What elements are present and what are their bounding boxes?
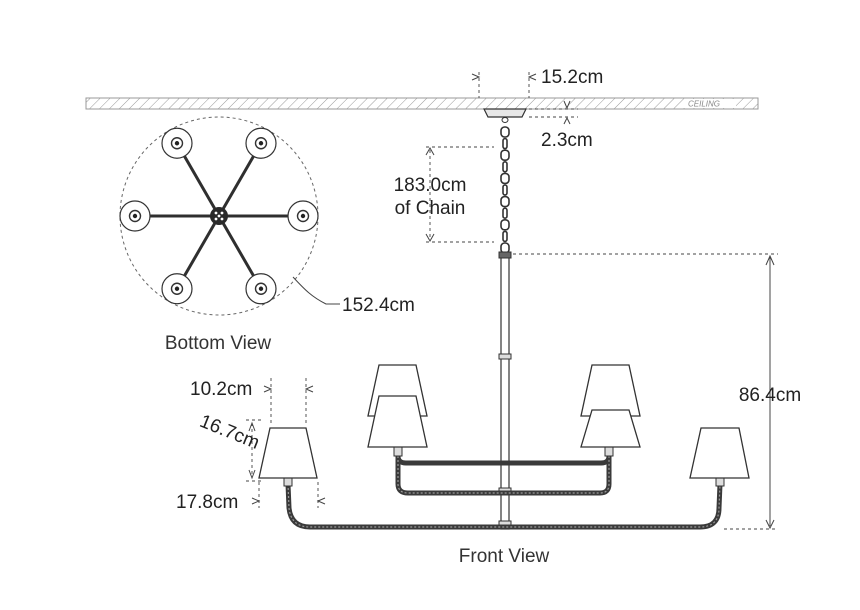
chain-suffix-label: of Chain [395, 198, 466, 219]
canopy-width-label: 15.2cm [541, 67, 603, 88]
bottom-view: 152.4cm Bottom View [119, 116, 415, 354]
chain-link [500, 172, 510, 185]
chain-link [500, 149, 510, 161]
chain-link [502, 137, 508, 150]
ceiling-hatch [85, 97, 759, 110]
bottom-view-caption: Bottom View [165, 333, 272, 354]
bottom-diameter-label: 152.4cm [342, 295, 415, 316]
overall-height-dimension: 86.4cm [513, 253, 801, 530]
shade-height-label: 16.7cm [197, 411, 263, 454]
chain-link [502, 184, 508, 196]
ceiling: CEILING [85, 97, 759, 110]
canopy-dimension: 15.2cm 2.3cm [471, 67, 603, 151]
shade-front-left [367, 395, 428, 448]
inner-lower-arm [395, 449, 612, 496]
shade-outer-left [258, 427, 318, 479]
shade-top-label: 10.2cm [190, 379, 252, 400]
chain [500, 126, 510, 254]
chain-link [500, 219, 510, 231]
chain-link [500, 126, 510, 138]
shade-bottom-label: 17.8cm [176, 492, 238, 513]
front-view-caption: Front View [459, 546, 550, 567]
ceiling-label: CEILING [688, 100, 720, 109]
front-view: Front View [258, 251, 750, 567]
chain-link [502, 161, 508, 173]
chain-link [502, 207, 508, 219]
chain-link [500, 195, 510, 208]
shade-outer-right [689, 427, 750, 479]
chain-link [502, 230, 508, 243]
overall-height-label: 86.4cm [739, 385, 801, 406]
chain-dimension: 183.0cm of Chain [394, 146, 494, 243]
canopy-and-chain [483, 108, 527, 123]
shade-back-right [580, 364, 641, 417]
chain-length-label: 183.0cm [394, 175, 467, 196]
canopy-height-label: 2.3cm [541, 130, 593, 151]
bottom-view-arms [119, 127, 319, 305]
shade-front-right [580, 409, 641, 448]
